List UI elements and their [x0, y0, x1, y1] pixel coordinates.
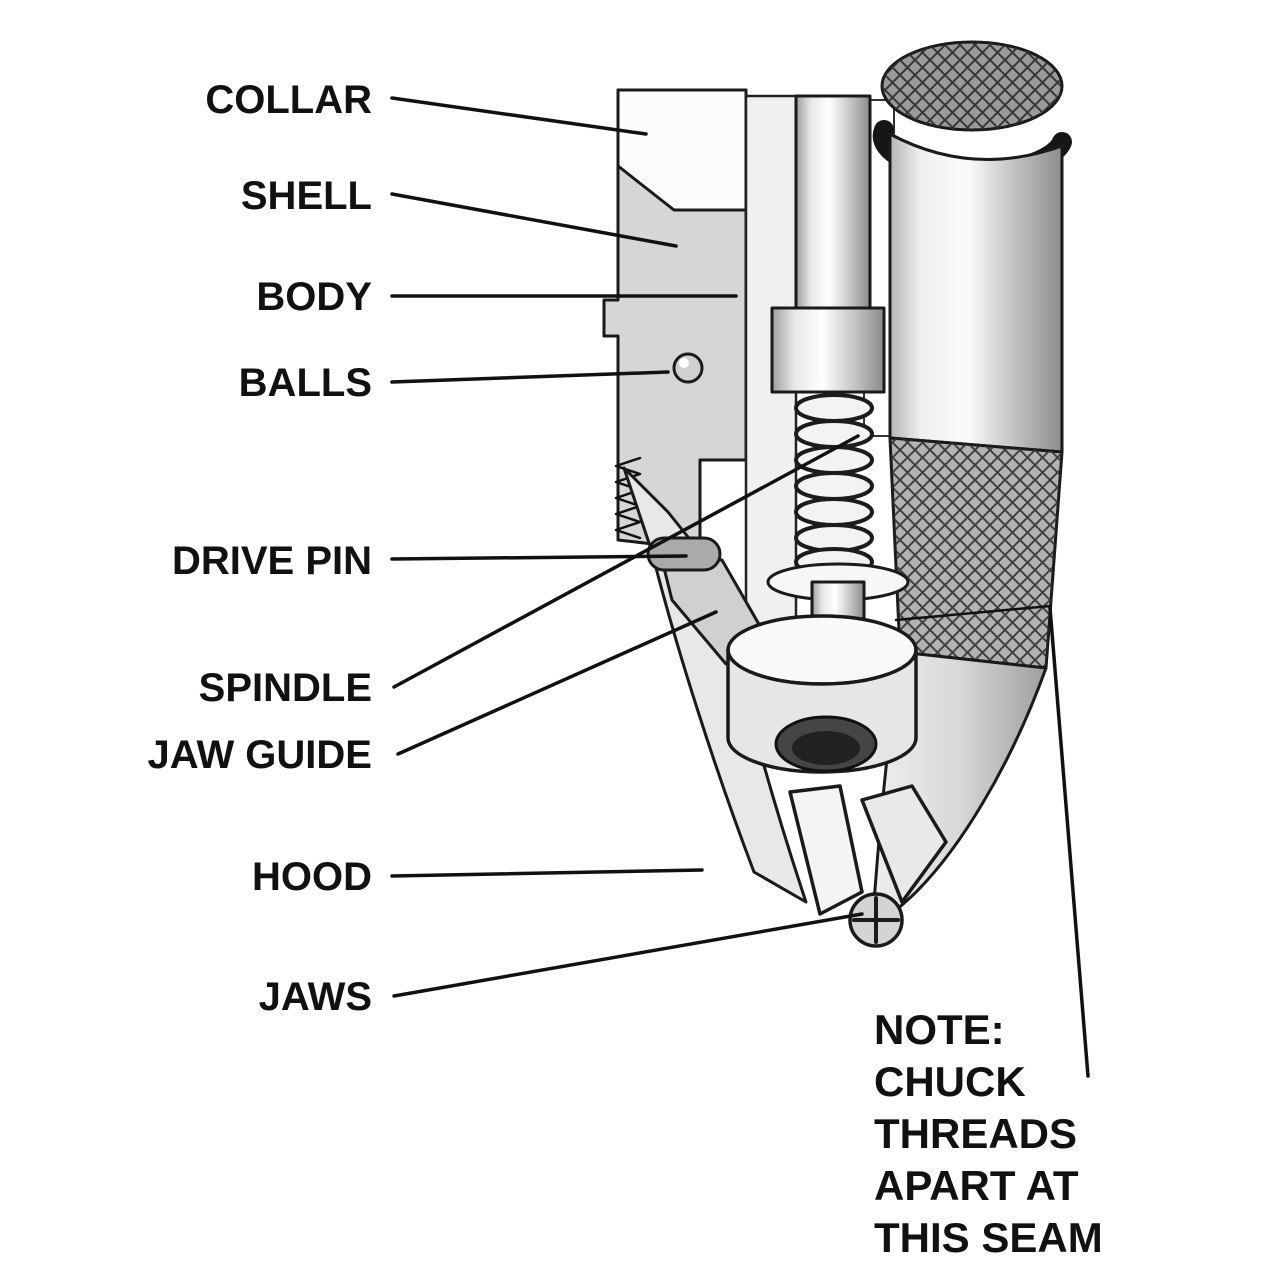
- note-chuck-threads: NOTE: CHUCK THREADS APART AT THIS SEAM: [874, 1006, 1103, 1261]
- jaw-tip-screw-slots: [852, 896, 900, 944]
- label-collar: COLLAR: [205, 78, 372, 122]
- leader-jaw-guide: [396, 610, 718, 756]
- leader-drive-pin: [390, 554, 688, 561]
- chuck-illustration: [602, 40, 1072, 948]
- leader-collar: [390, 96, 648, 136]
- label-jaw-guide: JAW GUIDE: [147, 733, 372, 777]
- label-spindle: SPINDLE: [198, 666, 372, 710]
- leader-hood: [390, 868, 704, 878]
- leader-lines: [390, 96, 1090, 1078]
- spring: [794, 393, 874, 577]
- collar-part: [616, 88, 748, 212]
- jaw-guide-opening-inner: [792, 731, 860, 765]
- leader-spindle: [392, 434, 860, 689]
- ball-highlight: [679, 358, 689, 368]
- spindle-flange: [770, 306, 886, 394]
- jaw-right: [860, 784, 948, 904]
- thread-teeth: [614, 456, 642, 540]
- drive-pin-part: [646, 536, 722, 572]
- label-hood: HOOD: [252, 855, 372, 899]
- sleeve-upper: [888, 132, 1064, 454]
- ball-part: [672, 352, 704, 384]
- leader-balls: [390, 370, 670, 384]
- knurl-band-texture: [890, 438, 1062, 668]
- leader-note-seam: [1048, 606, 1090, 1078]
- label-shell: SHELL: [240, 174, 372, 218]
- seam-line: [894, 604, 1052, 622]
- label-jaws: JAWS: [258, 975, 372, 1019]
- jaw-left: [788, 784, 864, 916]
- label-drive-pin: DRIVE PIN: [171, 539, 372, 583]
- top-cap-knurl: [882, 42, 1062, 130]
- label-balls: BALLS: [238, 361, 372, 405]
- leader-shell: [390, 192, 678, 248]
- leader-jaws: [392, 912, 864, 998]
- label-body: BODY: [256, 275, 372, 319]
